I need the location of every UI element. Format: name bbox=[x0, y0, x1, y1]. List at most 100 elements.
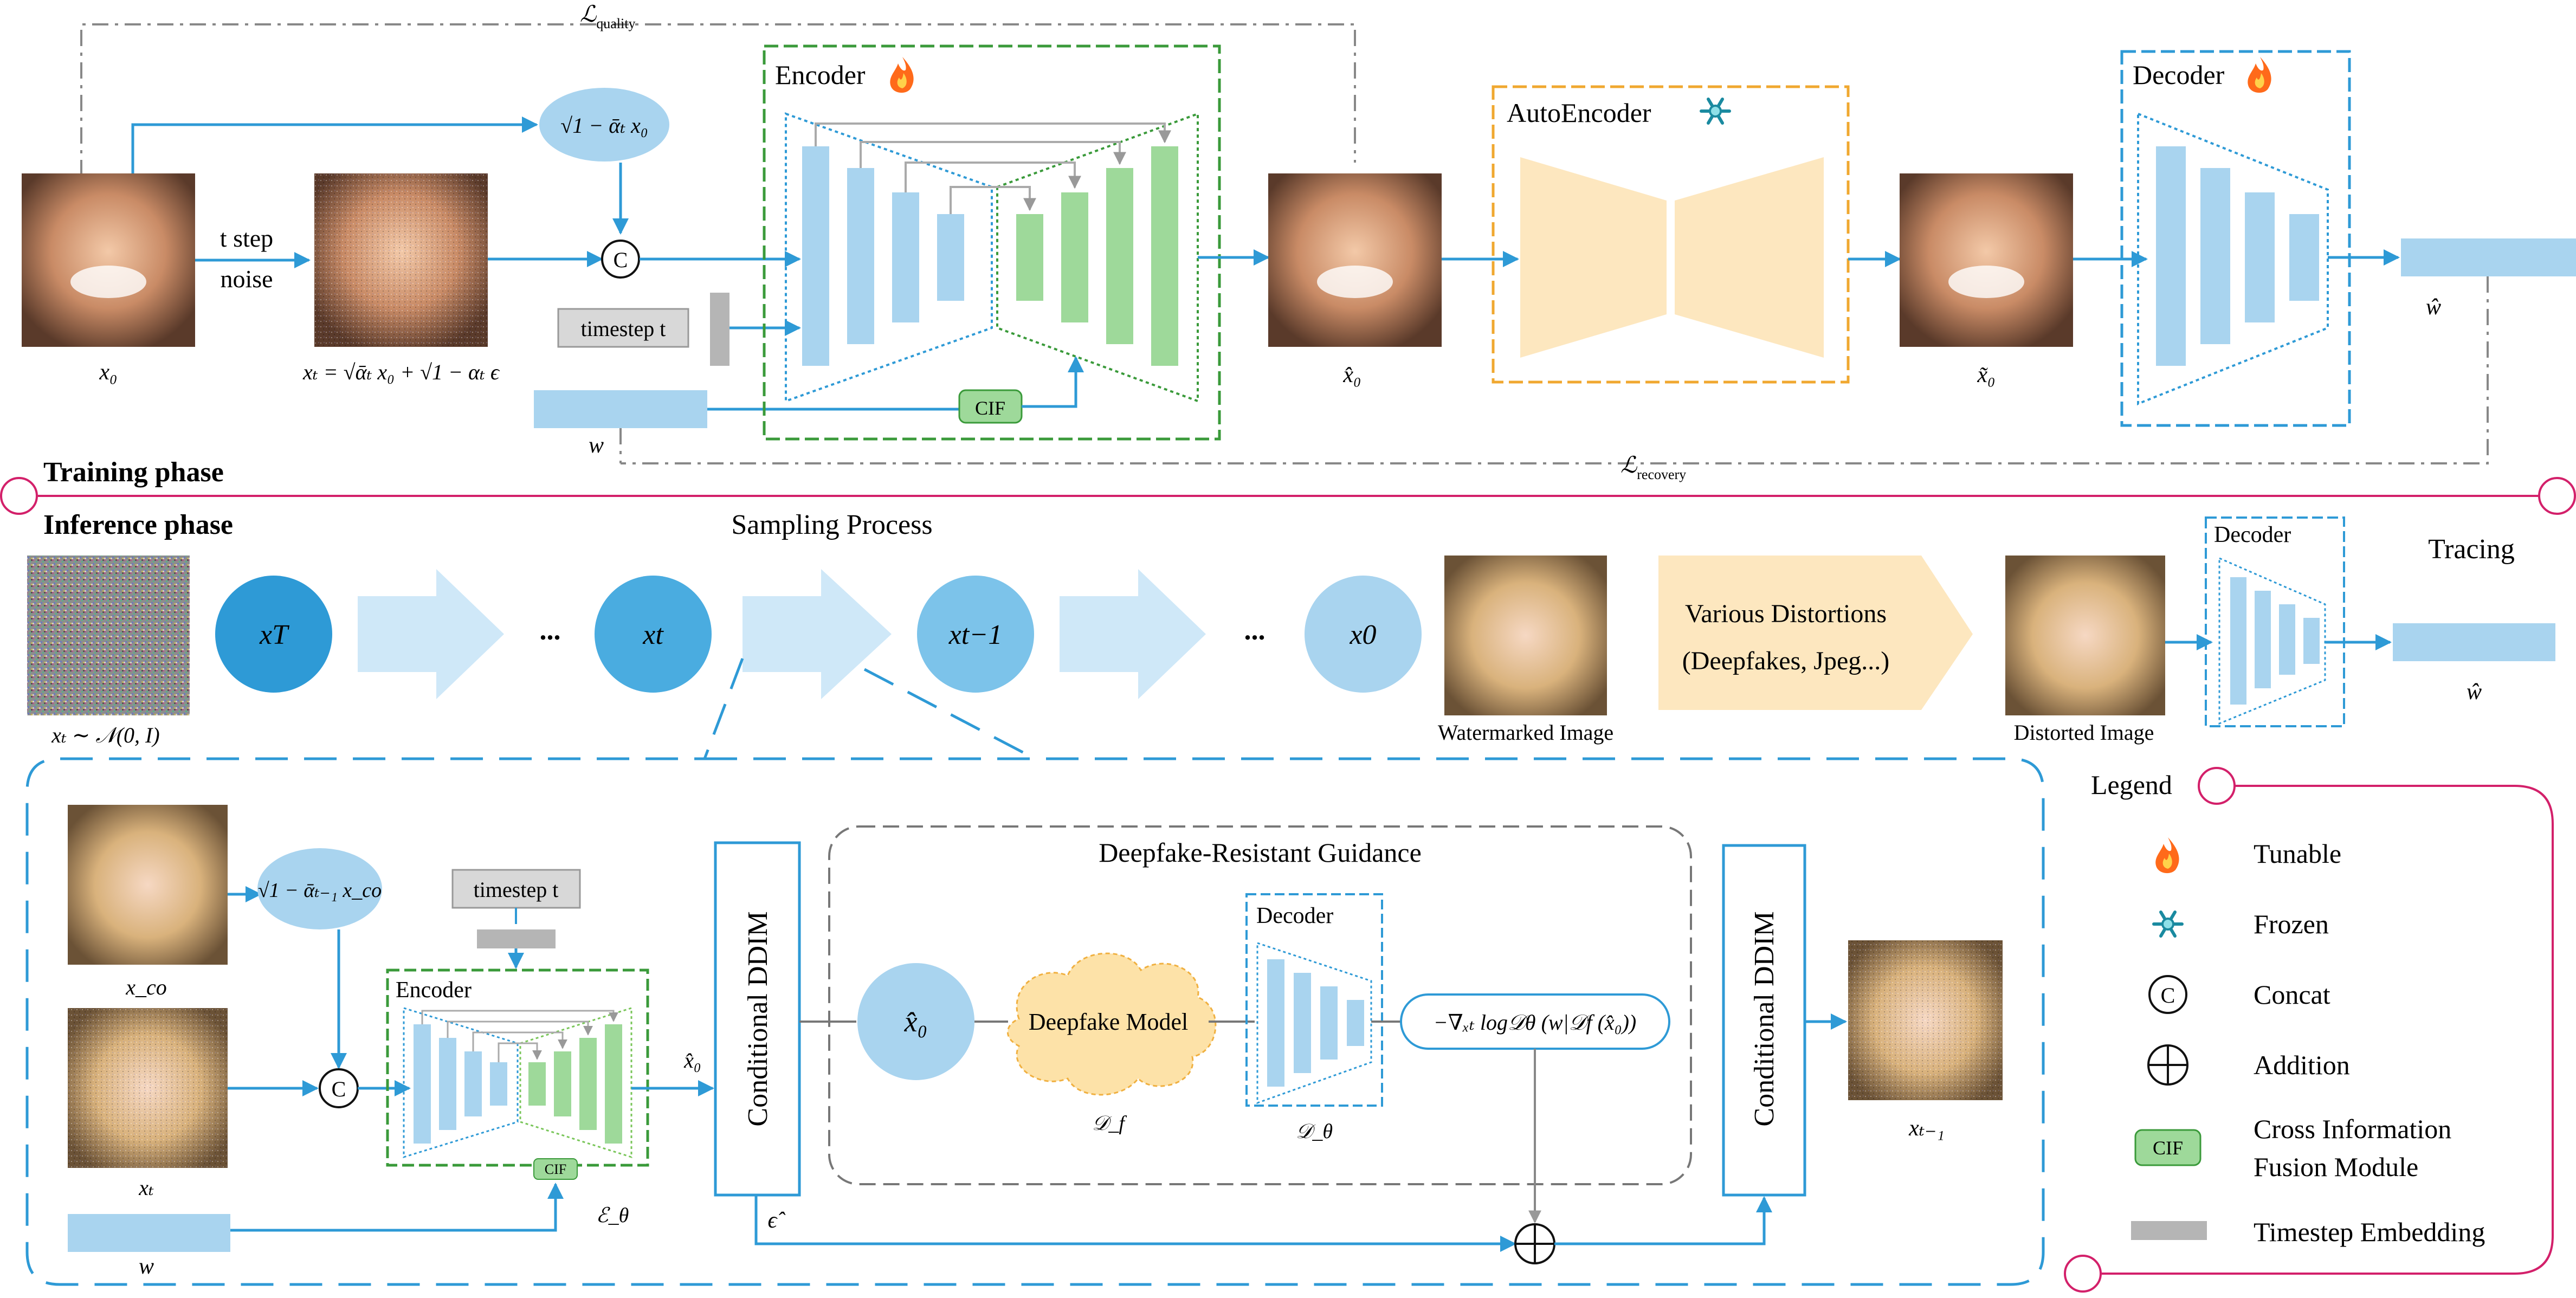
node-x0 bbox=[1305, 576, 1422, 693]
inference-what-label: ŵ bbox=[2467, 680, 2482, 705]
inf-dec-block-3 bbox=[2279, 604, 2295, 675]
timestep-box bbox=[557, 308, 689, 348]
fire-icon bbox=[2248, 57, 2271, 93]
enc-block-3 bbox=[892, 192, 919, 322]
detail-encoder-down bbox=[403, 1006, 519, 1159]
encoder-up-trapezoid bbox=[996, 112, 1199, 403]
ddim-right-box bbox=[1722, 844, 1806, 1197]
skip-connections bbox=[815, 122, 1171, 214]
ddim-right-label: Conditional DDIM bbox=[1749, 911, 1780, 1126]
node-xt bbox=[595, 576, 712, 693]
node-x0-label: x0 bbox=[1349, 619, 1376, 650]
detail-concat-label: C bbox=[332, 1077, 346, 1101]
inference-what-bar bbox=[2393, 623, 2555, 661]
loss-recovery-line bbox=[621, 276, 2489, 464]
legend: Legend Tunable Frozen C Concat Addition … bbox=[2064, 767, 2554, 1293]
legend-knob-top bbox=[2198, 767, 2236, 805]
inference-decoder-box bbox=[2205, 516, 2345, 727]
xt-detail-label: xₜ bbox=[138, 1176, 154, 1200]
df-label: 𝒟_f bbox=[1092, 1112, 1127, 1135]
legend-cif-line2: Fusion Module bbox=[2254, 1152, 2418, 1182]
big-arrow-1 bbox=[358, 569, 504, 699]
legend-border bbox=[2100, 785, 2554, 1275]
cif-chip-label: CIF bbox=[975, 397, 1005, 419]
xco-label: x_co bbox=[125, 975, 167, 999]
detail-sqrt-label: √1 − ᾱₜ₋₁ x_co bbox=[258, 879, 382, 902]
output-xt1-label: xₜ₋₁ bbox=[1908, 1116, 1945, 1141]
loss-quality-line bbox=[80, 23, 1356, 176]
output-xt1-noise bbox=[1848, 940, 2003, 1100]
guidance-x0hat-label: x̂₀ bbox=[904, 1005, 928, 1038]
detail-timestep-label: timestep t bbox=[474, 877, 559, 902]
legend-concat-chip: C bbox=[2161, 983, 2175, 1008]
watermark-w-bar bbox=[534, 390, 707, 428]
sqrt-term-ellipse bbox=[539, 88, 669, 162]
enc-up-block-3 bbox=[1106, 168, 1133, 344]
training-section: ℒquality x₀ √1 − ᾱₜ x₀ t step noise xₜ =… bbox=[22, 2, 2576, 482]
xco-image bbox=[68, 805, 228, 965]
t-step-label: t step bbox=[220, 224, 273, 252]
legend-knob-bottom bbox=[2064, 1255, 2102, 1293]
concat-icon bbox=[2148, 975, 2187, 1014]
gradient-label: −∇ₓₜ log𝒟θ (w|𝒟f (x̂₀)) bbox=[1434, 1010, 1637, 1035]
detail-box-border bbox=[25, 757, 2045, 1286]
guidance-x0hat-node bbox=[857, 963, 974, 1080]
arrow-cif-to-decoder bbox=[1022, 356, 1084, 408]
legend-frozen: Frozen bbox=[2254, 909, 2329, 939]
inf-dec-block-1 bbox=[2230, 577, 2246, 705]
deepfake-model-label: Deepfake Model bbox=[1029, 1009, 1188, 1035]
x0tilde-face-image bbox=[1900, 173, 2073, 347]
detail-timestep-bar bbox=[477, 929, 556, 948]
dots-2: ... bbox=[1244, 615, 1266, 646]
d-encu-2 bbox=[554, 1051, 571, 1116]
addition-node bbox=[1514, 1223, 1555, 1264]
x0hat-label: x̂₀ bbox=[1342, 363, 1361, 388]
detail-encoder-box bbox=[386, 968, 649, 1167]
dec-block-3 bbox=[2245, 192, 2275, 322]
enc-block-4 bbox=[937, 214, 964, 301]
distorted-image bbox=[2005, 556, 2165, 715]
detail-x0hat-label: x̂₀ bbox=[683, 1048, 701, 1073]
fire-icon bbox=[2155, 837, 2179, 874]
timestep-label: timestep t bbox=[581, 317, 666, 341]
inference-section: Sampling Process xₜ ∼ 𝒩(0, I) xT ... xt … bbox=[27, 509, 2555, 760]
enc-block-1 bbox=[802, 146, 829, 366]
addition-to-ddim-right bbox=[1554, 1196, 1772, 1245]
input-face-image bbox=[22, 173, 195, 347]
xt-detail-noise bbox=[68, 1008, 228, 1168]
noisy-face-image bbox=[314, 173, 488, 347]
arrow-x0-to-sqrt bbox=[131, 117, 538, 173]
distorted-label: Distorted Image bbox=[2014, 720, 2154, 745]
dec-block-4 bbox=[2289, 214, 2319, 301]
node-xt-label: xt bbox=[642, 619, 664, 650]
xt-formula: xₜ = √ᾱₜ x₀ + √1 − αₜ ϵ bbox=[302, 360, 500, 384]
encoder-box bbox=[763, 44, 1221, 441]
fire-icon bbox=[890, 57, 914, 93]
loss-quality-label: ℒquality bbox=[580, 2, 635, 31]
distortions-line2: (Deepfakes, Jpeg...) bbox=[1682, 647, 1890, 675]
ddim-left-label: Conditional DDIM bbox=[743, 911, 773, 1126]
phase-divider bbox=[0, 477, 2576, 515]
distortions-line1: Various Distortions bbox=[1685, 599, 1887, 628]
d-encu-4 bbox=[605, 1024, 622, 1144]
tracing-label: Tracing bbox=[2428, 534, 2515, 565]
g-dec-4 bbox=[1347, 1000, 1364, 1046]
xT-distribution-label: xₜ ∼ 𝒩(0, I) bbox=[51, 723, 159, 747]
x0hat-face-image bbox=[1268, 173, 1442, 347]
legend-cif-line1: Cross Information bbox=[2254, 1114, 2451, 1144]
detail-enc-theta: ℰ_θ bbox=[596, 1204, 629, 1227]
guidance-decoder-box bbox=[1245, 893, 1383, 1107]
snowflake-icon bbox=[2152, 910, 2184, 938]
detail-encoder-title: Encoder bbox=[396, 978, 472, 1003]
timestep-embedding-icon bbox=[2131, 1221, 2207, 1240]
x0-label: x₀ bbox=[99, 360, 117, 385]
distortions-arrow bbox=[1658, 556, 1973, 710]
node-xT-label: xT bbox=[259, 619, 289, 650]
node-xt-1 bbox=[917, 576, 1034, 693]
big-arrow-3 bbox=[1060, 569, 1206, 699]
d-enc-1 bbox=[414, 1024, 431, 1144]
snowflake-icon bbox=[1700, 98, 1731, 125]
inference-decoder-title: Decoder bbox=[2214, 522, 2291, 547]
sampling-title: Sampling Process bbox=[731, 509, 932, 540]
legend-timestep-embedding: Timestep Embedding bbox=[2254, 1217, 2485, 1247]
